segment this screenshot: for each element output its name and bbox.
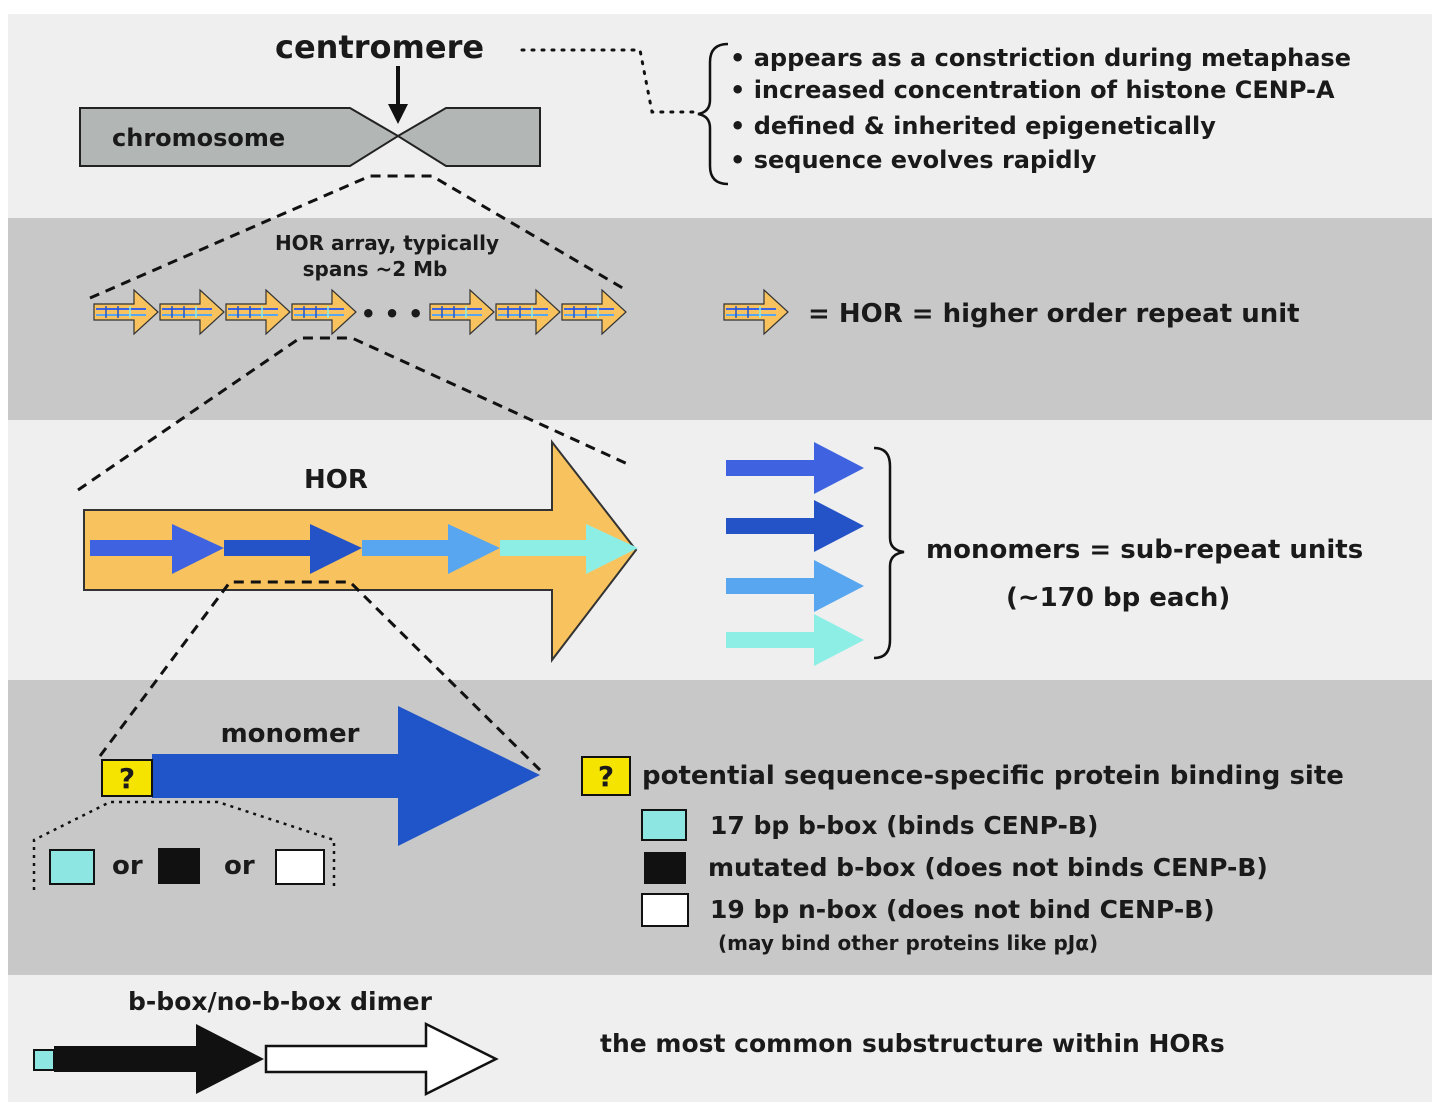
binding-site-question-box <box>581 756 631 796</box>
binding-site-text: potential sequence-specific protein bind… <box>642 761 1344 791</box>
option-bbox-swatch <box>49 849 95 885</box>
legend-monomer-3-head <box>814 560 864 612</box>
hor-monomer-2-head <box>310 524 362 574</box>
legend-monomer-2-shaft <box>726 518 818 534</box>
facts-brace <box>697 42 729 186</box>
monomer-big-head <box>398 706 540 846</box>
centromere-pointer-arrowhead <box>388 104 408 124</box>
legend-monomer-4-shaft <box>726 632 818 648</box>
chromosome-shape <box>79 107 541 167</box>
monomers-definition: monomers = sub-repeat units <box>926 535 1363 565</box>
monomer-legend-arrows <box>726 442 864 666</box>
option-nbox-swatch <box>275 849 325 885</box>
binding-site-question-mark: ? <box>598 760 614 793</box>
nbox-note: (may bind other proteins like pJα) <box>718 931 1098 955</box>
dimer-bbox-square <box>33 1049 55 1071</box>
band-monomer <box>8 680 1432 975</box>
legend-monomer-1-shaft <box>726 460 818 476</box>
or-text-2: or <box>224 851 255 881</box>
dimer-label: b-box/no-b-box dimer <box>128 987 433 1016</box>
legend-monomer-4-head <box>814 614 864 666</box>
or-text-1: or <box>112 851 143 881</box>
dimer-white-arrow <box>264 1021 499 1097</box>
substructure-text: the most common substructure within HORs <box>600 1029 1225 1058</box>
hor-label: HOR <box>304 465 368 495</box>
monomers-brace <box>873 446 905 660</box>
question-zoom-lines <box>32 800 336 890</box>
legend-bbox-text: 17 bp b-box (binds CENP-B) <box>710 811 1098 840</box>
legend-mutated-text: mutated b-box (does not binds CENP-B) <box>708 853 1268 882</box>
question-mark: ? <box>119 762 135 795</box>
centromere-label: centromere <box>275 28 484 66</box>
fact-cenp-a: • increased concentration of histone CEN… <box>730 76 1335 104</box>
legend-monomer-3-shaft <box>726 578 818 594</box>
monomer-label: monomer <box>221 719 360 749</box>
hor-monomer-4-head <box>586 524 638 574</box>
hor-array-caption-line1: HOR array, typically <box>275 231 499 255</box>
hor-monomer-1-shaft <box>90 540 176 556</box>
legend-nbox-swatch <box>641 893 689 927</box>
fact-epigenetic: • defined & inherited epigenetically <box>730 112 1216 140</box>
hor-monomer-2-shaft <box>224 540 314 556</box>
fact-constriction: • appears as a constriction during metap… <box>730 44 1351 72</box>
hor-array-caption-line2: spans ~2 Mb <box>303 257 448 281</box>
option-mutated-swatch <box>158 848 200 884</box>
legend-monomer-1-head <box>814 442 864 494</box>
zoom-lines-3 <box>98 580 542 772</box>
monomers-size: (~170 bp each) <box>1006 583 1230 613</box>
hor-array: • • • <box>93 289 627 335</box>
zoom-lines-1 <box>89 174 627 300</box>
hor-monomer-4-shaft <box>500 540 590 556</box>
legend-nbox-text: 19 bp n-box (does not bind CENP-B) <box>710 895 1215 924</box>
hor-monomer-3-head <box>448 524 500 574</box>
hor-array-ellipsis: • • • <box>361 300 424 328</box>
zoom-lines-2 <box>77 336 633 492</box>
legend-bbox-swatch <box>641 809 687 841</box>
hor-monomer-1-head <box>172 524 224 574</box>
monomer-big-shaft <box>152 754 414 798</box>
centromere-dotted-leader <box>520 48 697 114</box>
legend-mutated-swatch <box>644 852 686 884</box>
hor-legend-text: = HOR = higher order repeat unit <box>808 299 1300 329</box>
hor-big-arrow <box>83 439 638 663</box>
band-dimer <box>8 975 1432 1102</box>
fact-sequence: • sequence evolves rapidly <box>730 146 1097 174</box>
legend-monomer-2-head <box>814 500 864 552</box>
hor-monomer-arrows <box>90 524 638 574</box>
hor-monomer-3-shaft <box>362 540 452 556</box>
chromosome-label: chromosome <box>112 124 285 152</box>
dimer-black-arrow <box>54 1024 264 1094</box>
question-box <box>101 759 153 797</box>
